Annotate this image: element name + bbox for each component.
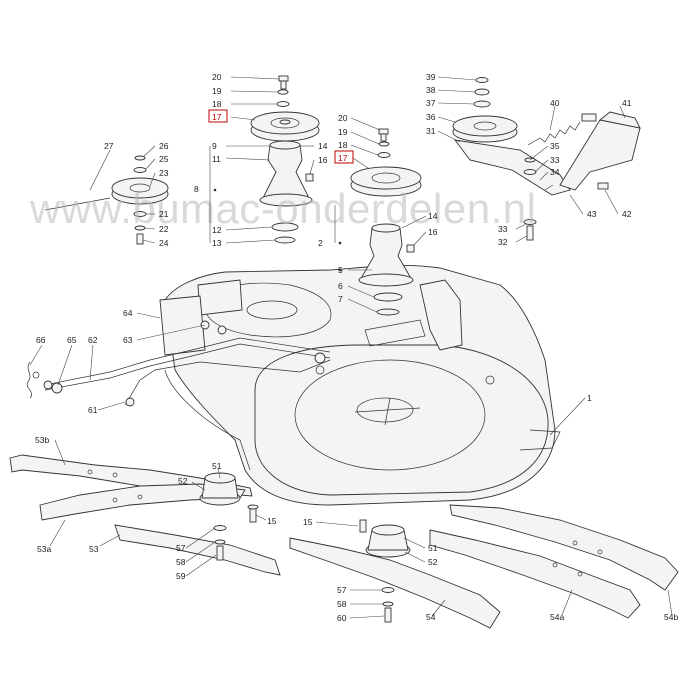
- label-33: 33: [550, 155, 560, 165]
- label-66: 66: [36, 335, 46, 345]
- label-19: 19: [338, 127, 348, 137]
- label-22: 22: [159, 224, 169, 234]
- blade-hub-right: [359, 519, 411, 623]
- label-15: 15: [303, 517, 313, 527]
- label-57: 57: [176, 543, 186, 553]
- label-39: 39: [426, 72, 436, 82]
- label-54a: 54a: [550, 612, 564, 622]
- left-pulley-assembly: [44, 155, 169, 245]
- label-38: 38: [426, 85, 436, 95]
- label-34: 34: [550, 167, 560, 177]
- label-53b: 53b: [35, 435, 49, 445]
- label-31: 31: [426, 126, 436, 136]
- label-54b: 54b: [664, 612, 678, 622]
- label-54: 54: [426, 612, 436, 622]
- label-52: 52: [178, 476, 188, 486]
- label-16: 16: [428, 227, 438, 237]
- label-51: 51: [428, 543, 438, 553]
- label-51: 51: [212, 461, 222, 471]
- label-58: 58: [337, 599, 347, 609]
- label-6: 6: [338, 281, 343, 291]
- bracket-dots: [213, 188, 342, 272]
- label-36: 36: [426, 112, 436, 122]
- label-20: 20: [338, 113, 348, 123]
- leader-lines: [29, 76, 673, 619]
- label-26: 26: [159, 141, 169, 151]
- spindle-right-assembly: [350, 128, 422, 316]
- label-64: 64: [123, 308, 133, 318]
- label-25: 25: [159, 154, 169, 164]
- label-1: 1: [587, 393, 592, 403]
- label-57: 57: [337, 585, 347, 595]
- label-63: 63: [123, 335, 133, 345]
- label-12: 12: [212, 225, 222, 235]
- label-27: 27: [104, 141, 114, 151]
- label-14: 14: [318, 141, 328, 151]
- label-43: 43: [587, 209, 597, 219]
- label-42: 42: [622, 209, 632, 219]
- label-61: 61: [88, 405, 98, 415]
- label-15: 15: [267, 516, 277, 526]
- label-5: 5: [338, 265, 343, 275]
- label-18: 18: [338, 140, 348, 150]
- label-40: 40: [550, 98, 560, 108]
- label-41: 41: [622, 98, 632, 108]
- label-21: 21: [159, 209, 169, 219]
- spindle-left-assembly: [250, 75, 320, 244]
- label-53: 53: [89, 544, 99, 554]
- label-24: 24: [159, 238, 169, 248]
- label-60: 60: [337, 613, 347, 623]
- tensioner-assembly: [452, 77, 641, 241]
- label-7: 7: [338, 294, 343, 304]
- label-20: 20: [212, 72, 222, 82]
- highlight-box-17-left: [208, 109, 228, 123]
- label-18: 18: [212, 99, 222, 109]
- label-16: 16: [318, 155, 328, 165]
- label-11: 11: [212, 154, 221, 164]
- label-19: 19: [212, 86, 222, 96]
- label-62: 62: [88, 335, 98, 345]
- label-58: 58: [176, 557, 186, 567]
- label-8: 8: [194, 184, 199, 194]
- label-2: 2: [318, 238, 323, 248]
- label-32: 32: [498, 237, 508, 247]
- label-65: 65: [67, 335, 77, 345]
- label-9: 9: [212, 141, 217, 151]
- label-53a: 53a: [37, 544, 51, 554]
- label-17-highlighted: 17: [212, 112, 222, 122]
- label-13: 13: [212, 238, 222, 248]
- highlight-box-17-right: [334, 150, 354, 164]
- watermark-text: www.bumac-onderdelen.nl: [29, 185, 536, 232]
- label-14: 14: [428, 211, 438, 221]
- blades: [9, 454, 679, 629]
- label-35: 35: [550, 141, 560, 151]
- part-labels: 20 19 18 17 9 11 8 12 13 14 16 20 19 18 …: [35, 72, 678, 623]
- label-17-highlighted: 17: [338, 153, 348, 163]
- label-52: 52: [428, 557, 438, 567]
- label-37: 37: [426, 98, 436, 108]
- mower-deck: [159, 264, 561, 506]
- label-33: 33: [498, 224, 508, 234]
- label-23: 23: [159, 168, 169, 178]
- label-59: 59: [176, 571, 186, 581]
